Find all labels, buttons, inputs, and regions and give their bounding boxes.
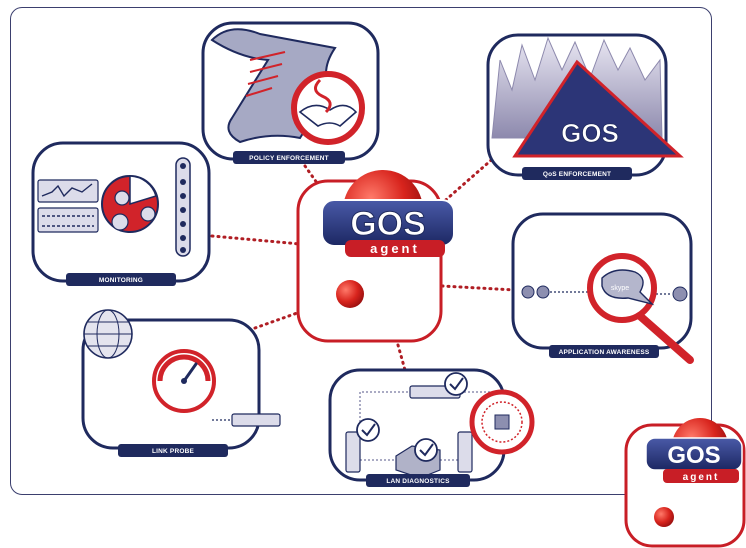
diagram-frame — [10, 7, 712, 495]
connector-probe — [253, 310, 302, 330]
label-policy-enforcement: POLICY ENFORCEMENT — [249, 155, 329, 162]
connector-lan — [396, 343, 407, 372]
label-link-probe: LINK PROBE — [152, 448, 195, 455]
center-logo-sub: agent — [370, 241, 420, 256]
qos-triangle-icon — [512, 59, 684, 158]
connector-app — [440, 284, 517, 292]
center-logo-text: GOS — [350, 205, 426, 243]
chart-widget-icon — [37, 179, 99, 203]
app-chain-icons — [521, 285, 688, 302]
speech-bubble-icon — [601, 269, 655, 306]
label-lan-diagnostics: LAN DIAGNOSTICS — [386, 478, 450, 485]
server-left-icon — [345, 431, 361, 473]
corner-logo-text: GOS — [667, 442, 720, 469]
label-application-awareness: APPLICATION AWARENESS — [559, 349, 650, 356]
center-small-orb — [336, 280, 364, 308]
router-icon — [231, 413, 281, 427]
module-qos-enforcement: GOS QoS ENFORCEMENT — [486, 33, 684, 180]
label-qos-enforcement: QoS ENFORCEMENT — [543, 171, 611, 178]
corner-logo-sub: agent — [683, 472, 720, 483]
module-application-awareness: skype APPLICATION AWARENESS — [511, 212, 694, 364]
module-monitoring: MONITORING — [31, 141, 211, 286]
module-policy-enforcement: POLICY ENFORCEMENT — [201, 21, 380, 164]
server-right-icon — [457, 431, 473, 473]
document-lines — [245, 51, 286, 97]
qos-badge-text: GOS — [561, 118, 619, 148]
skype-text: skype — [611, 285, 629, 292]
module-link-probe: LINK PROBE — [81, 309, 281, 457]
module-lan-diagnostics: LAN DIAGNOSTICS — [328, 368, 535, 487]
slider-widget-icon — [37, 207, 99, 233]
handshake-icon — [298, 104, 358, 127]
connector-monitoring — [210, 234, 302, 246]
corner-logo: GOS agent — [624, 418, 746, 548]
center-agent-node: GOS agent — [296, 170, 455, 343]
label-monitoring: MONITORING — [99, 277, 143, 284]
